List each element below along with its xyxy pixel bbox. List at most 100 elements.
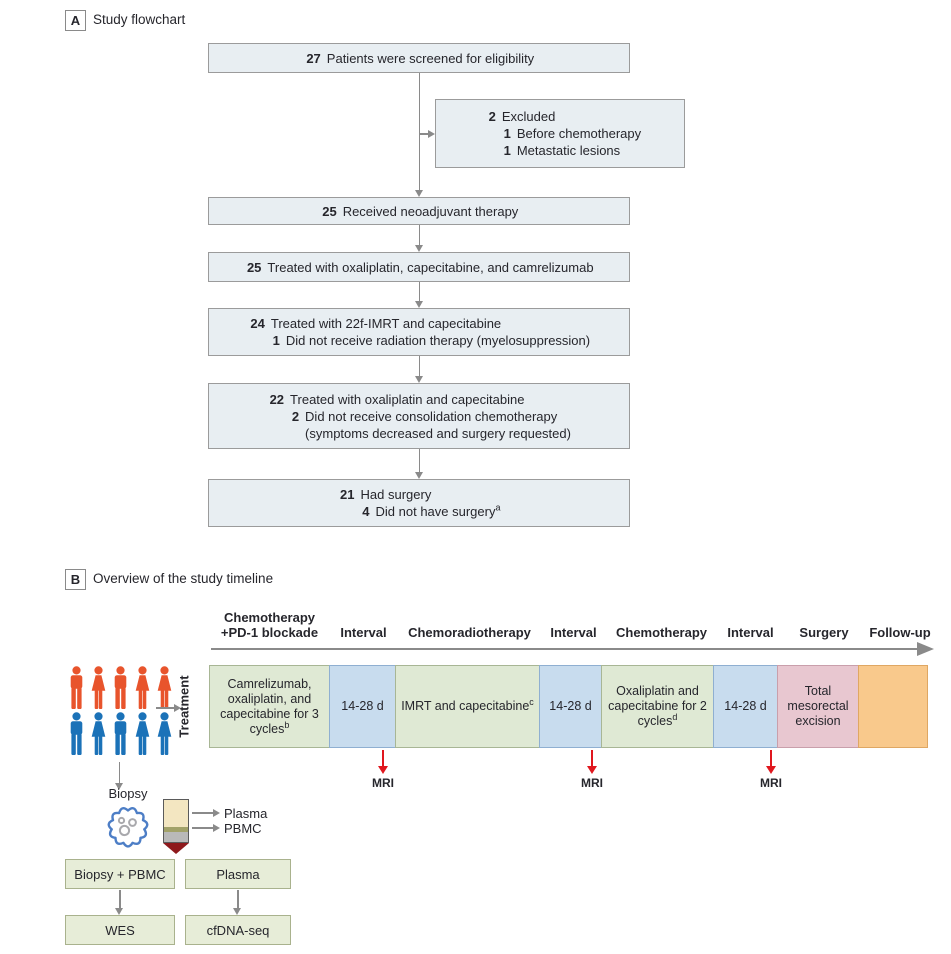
connector-line [192,827,213,829]
tube-plasma-layer [164,800,188,827]
blood-tube-icon [163,799,189,843]
phase-header-line: Chemotherapy [615,625,708,640]
count-value: 22 [269,391,285,407]
cohort-row [66,712,175,757]
phase-header-7: Surgery [771,597,877,640]
flow-box-text: 25 Received neoadjuvant therapy [320,203,519,220]
panel-b-label: B [65,569,86,590]
treatment-timeline-row: Camrelizumab, oxaliplatin, and capecitab… [209,665,928,748]
female-person-icon [135,712,150,755]
connector-line [119,890,121,908]
phase-cell-text: Oxaliplatin and capecitabine for 2 cycle… [608,684,707,728]
phase-header-line: Follow-up [869,625,931,640]
count-value [282,425,299,442]
count-value: 2 [488,109,496,124]
count-value: 1 [503,126,511,141]
mri-arrow-line [770,750,772,766]
arrow-down-icon [414,301,423,308]
arrow-right-icon [174,703,181,712]
phase-cell-1: Camrelizumab, oxaliplatin, and capecitab… [209,665,330,748]
flow-box-neoadjuvant: 25 Received neoadjuvant therapy [208,197,630,225]
line-text: Received neoadjuvant therapy [342,203,519,219]
phase-cell-4: 14-28 d [539,665,602,748]
count-value: 2 [291,408,300,424]
phase-cell-5: Oxaliplatin and capecitabine for 2 cycle… [601,665,714,748]
phase-header-line: Interval [340,625,387,640]
mri-arrow-head-icon [378,766,388,774]
male-person-icon [114,712,127,755]
phase-cell-3: IMRT and capecitabinec [395,665,540,748]
biopsy-tissue-icon [107,807,149,848]
phase-cell-text: 14-28 d [724,699,767,713]
line-text: Treated with oxaliplatin, capecitabine, … [267,259,594,275]
female-person-icon [91,712,106,755]
arrow-down-icon [114,783,123,790]
phase-cell-7: Total mesorectal excision [777,665,859,748]
count-value: 21 [340,487,355,502]
cfdna-seq-box: cfDNA-seq [185,915,291,945]
footnote-marker: a [495,502,501,513]
connector-line [118,762,120,783]
connector-line [418,225,420,245]
arrow-down-icon [414,190,423,197]
biopsy-pbmc-box: Biopsy + PBMC [65,859,175,889]
arrow-down-icon [233,908,242,915]
line-text: Did not have surgerya [375,502,501,519]
phase-header-5: Chemotherapy [593,597,730,640]
biopsy-label: Biopsy [108,786,148,801]
male-person-icon [70,712,83,755]
connector-line [156,707,174,709]
arrow-down-icon [115,908,124,915]
line-text: Metastatic lesions [516,143,621,158]
phase-header-1: Chemotherapy+PD-1 blockade [197,597,342,640]
connector-line [237,890,239,908]
female-person-icon [91,666,106,709]
timeline-arrow-head-icon [917,642,934,656]
phase-cell-text: 14-28 d [341,699,384,713]
line-text: Had surgery [360,487,432,502]
line-text: (symptoms decreased and surgery requeste… [305,425,571,441]
flow-box-line: (symptoms decreased and surgery requeste… [282,425,571,442]
connector-line [192,812,213,814]
phase-header-line: Interval [727,625,774,640]
arrow-down-icon [414,472,423,479]
phase-cell-text: 14-28 d [549,699,592,713]
line-text: Treated with oxaliplatin and capecitabin… [290,391,525,407]
arrow-right-icon [428,129,435,138]
count-value: 25 [322,203,337,219]
phase-cell-2: 14-28 d [329,665,396,748]
phase-cell-8 [858,665,928,748]
count-value: 24 [250,316,265,331]
footnote-marker: c [529,696,534,707]
phase-header-line: +PD-1 blockade [220,625,319,640]
phase-header-2: Interval [318,597,409,640]
male-person-icon [114,666,127,709]
panel-b-title: Overview of the study timeline [93,571,274,586]
mri-label: MRI [372,776,394,790]
mri-arrow-line [382,750,384,766]
phase-header-3: Chemoradiotherapy [385,597,554,640]
phase-header-6: Interval [706,597,795,640]
connector-line [419,133,428,135]
cohort-row [66,666,175,711]
female-person-icon [157,666,172,709]
tube-tip-icon [163,843,189,854]
wes-box: WES [65,915,175,945]
phase-header-line: Interval [550,625,597,640]
flow-box-line: 21 Had surgery [338,486,501,503]
phase-cell-6: 14-28 d [713,665,778,748]
